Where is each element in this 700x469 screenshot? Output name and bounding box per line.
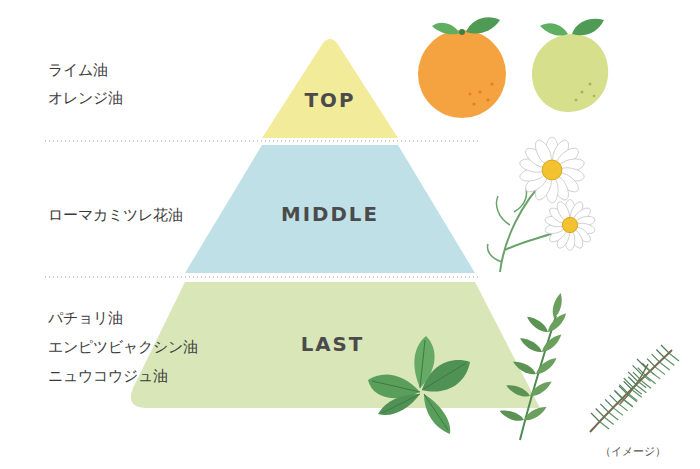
mint-illustration	[368, 336, 470, 434]
band-fill	[185, 145, 475, 273]
label-slot: パチョリ油	[48, 309, 123, 327]
dotted-divider	[45, 277, 480, 278]
label-slot: エンピツビャクシン油	[48, 338, 198, 356]
ingredient-name: オレンジ油	[48, 89, 123, 107]
chamomile-illustration	[488, 137, 596, 272]
level-title: TOP	[262, 89, 398, 113]
orange-illustration	[418, 17, 506, 118]
band-fill	[262, 39, 398, 138]
ingredient-name: パチョリ油	[48, 309, 123, 327]
ingredient-name: エンピツビャクシン油	[48, 338, 198, 356]
ingredient-name: ローマカミツレ花油	[48, 206, 183, 224]
label-slot: ニュウコウジュ油	[48, 367, 168, 385]
pyramid-band: TOP	[262, 35, 398, 138]
ingredient-name: ライム油	[48, 61, 108, 79]
label-slot: ライム油	[48, 61, 108, 79]
label-slot: オレンジ油	[48, 89, 123, 107]
image-note: （イメージ）	[600, 445, 666, 458]
leaf-branch-illustration	[498, 292, 568, 440]
dotted-divider	[45, 141, 480, 142]
band-shape	[262, 35, 398, 138]
level-title: MIDDLE	[185, 203, 475, 227]
label-slot: （イメージ）	[600, 445, 666, 458]
juniper-illustration	[590, 345, 679, 432]
lime-illustration	[532, 19, 608, 112]
label-slot: ローマカミツレ花油	[48, 206, 183, 224]
pyramid-band: MIDDLE	[185, 145, 475, 273]
ingredient-name: ニュウコウジュ油	[48, 367, 168, 385]
